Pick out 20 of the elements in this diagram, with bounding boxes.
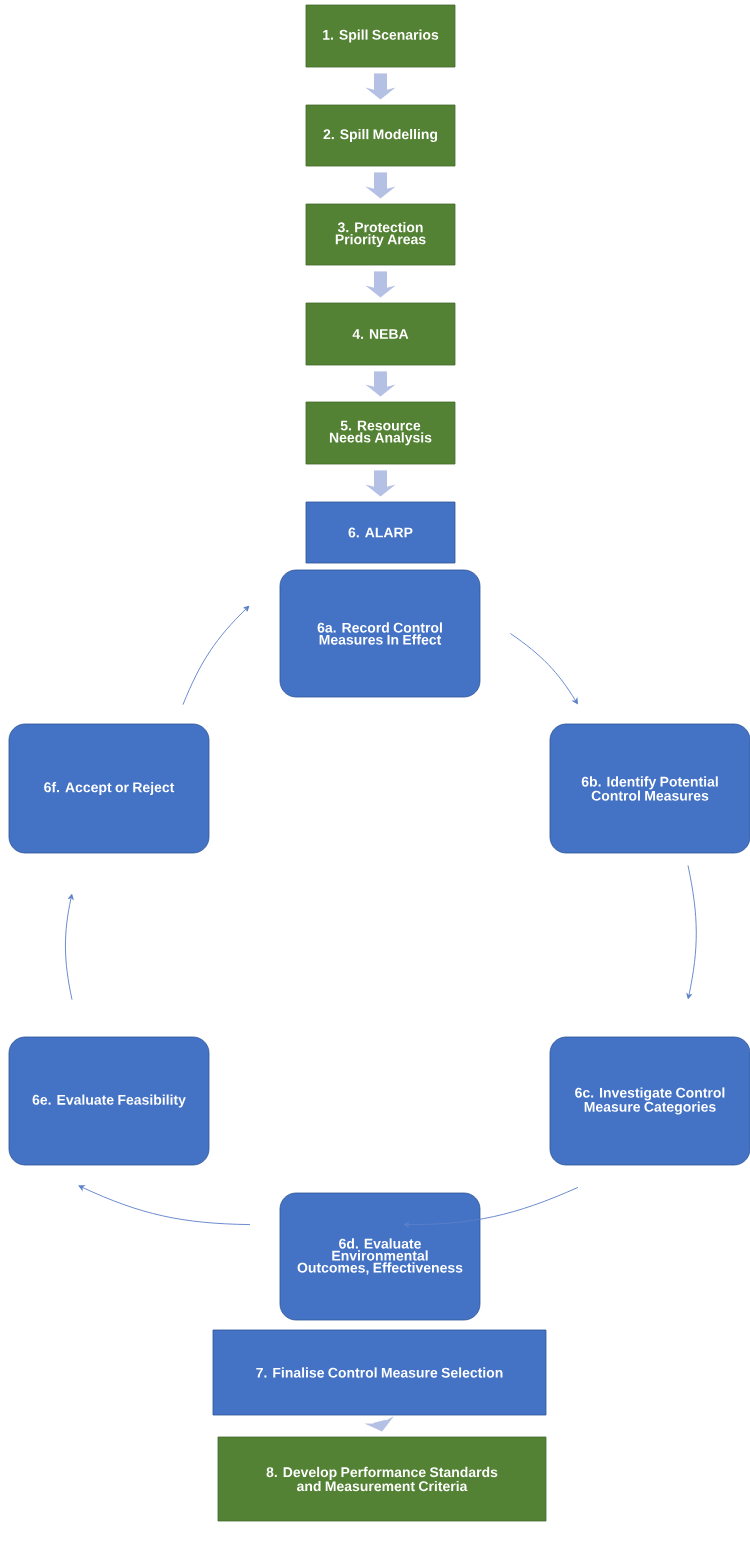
arrow [686, 864, 697, 1000]
process-box: 3. Protection Priority Areas [305, 203, 456, 266]
arrow [403, 1186, 579, 1228]
process-box: 6. ALARP [305, 501, 456, 564]
arrow [509, 633, 578, 705]
rounded-box: 6d. Evaluate Environmental Outcomes, Effectiveness [279, 1192, 481, 1321]
process-box: 2. Spill Modelling [305, 104, 456, 167]
process-box: 1. Spill Scenarios [305, 4, 456, 68]
process-box: 5. Resource Needs Analysis [305, 401, 456, 465]
rounded-box: 6e. Evaluate Feasibility [8, 1036, 210, 1166]
arrow [65, 893, 74, 1001]
process-box: 4. NEBA [305, 302, 456, 366]
process-box: 8. Develop Performance Standards and Measurement Criteria [217, 1436, 547, 1522]
arrow [78, 1185, 251, 1226]
rounded-box: 6a. Record Control Measures In Effect [279, 569, 481, 698]
arrow [182, 605, 250, 706]
process-box: 7. Finalise Control Measure Selection [212, 1329, 547, 1416]
rounded-box: 6f. Accept or Reject [8, 723, 210, 854]
rounded-box: 6b. Identify Potential Control Measures [549, 723, 750, 854]
rounded-box: 6c. Investigate Control Measure Categories [549, 1036, 750, 1166]
